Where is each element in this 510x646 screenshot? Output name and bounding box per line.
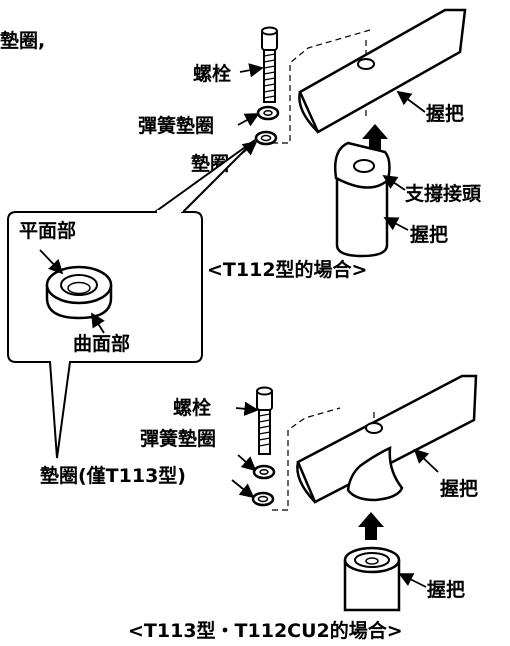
bottom-bolt-label: 螺栓 <box>173 396 211 419</box>
bottom-washer <box>251 491 275 507</box>
bottom-washer-label: 墊圈(僅T113型) <box>40 464 186 487</box>
bottom-assembly: 螺栓 彈簧墊圈 墊圈(僅T113型) 握把 握把 <T113型・T112CU2的… <box>40 374 478 642</box>
top-support-joint-label: 支撐接頭 <box>404 182 482 205</box>
callout-washer <box>45 265 113 320</box>
top-spring-washer <box>256 105 280 121</box>
top-support-joint <box>334 141 391 258</box>
washer-callout: 平面部 曲面部 <box>7 139 256 459</box>
bottom-leaders <box>231 401 439 588</box>
partial-label-washer: 墊圈, <box>0 29 45 52</box>
top-bolt <box>261 26 278 103</box>
bottom-up-arrow <box>358 512 384 540</box>
top-grip-lower-label: 握把 <box>410 223 448 246</box>
top-spring-washer-label: 彈簧墊圈 <box>138 114 214 137</box>
top-up-arrow <box>362 124 388 152</box>
bottom-bolt <box>256 386 273 455</box>
top-grip-bar <box>298 8 467 134</box>
top-bar-hole <box>357 58 375 70</box>
bottom-grip-lower-label: 握把 <box>427 578 465 601</box>
bottom-grip-upper-label: 握把 <box>440 477 478 500</box>
top-assembly: 墊圈, 螺栓 彈簧墊圈 墊圈 握把 支撐接頭 握把 <T112型的場合> <box>0 8 482 281</box>
top-grip-upper-label: 握把 <box>426 102 464 125</box>
top-washer <box>254 130 278 146</box>
top-joint-hole <box>353 159 375 173</box>
top-bolt-thread <box>263 53 276 99</box>
top-bolt-label: 螺栓 <box>193 62 231 85</box>
bottom-joint-bulge <box>346 445 404 502</box>
bottom-lower-grip <box>343 546 401 612</box>
bottom-spring-washer <box>252 464 276 480</box>
bottom-caption: <T113型・T112CU2的場合> <box>128 619 403 642</box>
bottom-bar-hole <box>365 422 383 434</box>
callout-flat-face-label: 平面部 <box>19 219 76 242</box>
callout-curved-face-label: 曲面部 <box>73 332 130 355</box>
callout-pointer <box>154 139 256 213</box>
bottom-spring-washer-label: 彈簧墊圈 <box>140 427 216 450</box>
bottom-bolt-thread <box>258 413 271 447</box>
bottom-grip-bar <box>296 374 478 504</box>
callout-leaders <box>39 249 105 334</box>
top-caption: <T112型的場合> <box>207 258 367 281</box>
